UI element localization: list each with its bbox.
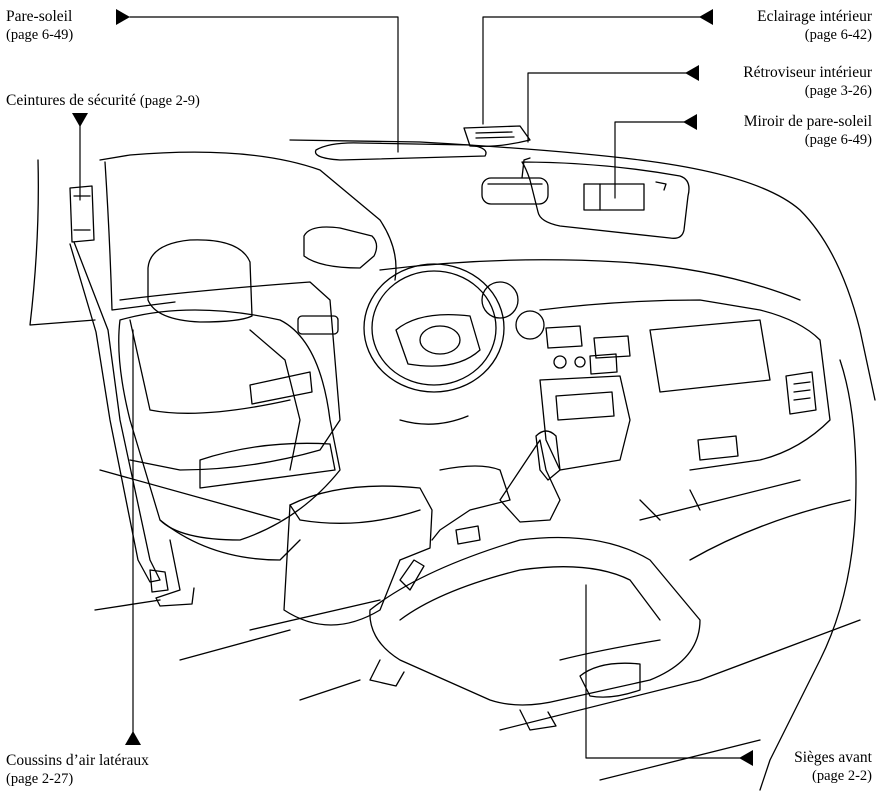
seat-belt-drawing [69,185,169,593]
leader-lines [79,16,741,759]
leader-rearview-mirror [527,72,687,143]
callout-seat-belts-page: (page 2-9) [139,93,200,109]
sun-visor-drawing [521,161,690,239]
body-frame [29,139,876,791]
leader-front-seats [585,584,741,759]
callout-rearview-mirror: Rétroviseur intérieur (page 3-26) [743,64,872,100]
callout-seat-belts: Ceintures de sécurité (page 2-9) [6,92,200,110]
arrow-markers [72,9,753,766]
interior-light-drawing [463,125,531,148]
callout-rearview-mirror-page: (page 3-26) [804,83,872,99]
callout-vanity-mirror: Miroir de pare-soleil (page 6-49) [744,113,872,149]
callout-side-airbags: Coussins d’air latéraux (page 2-27) [6,752,149,788]
callout-sun-visor-page: (page 6-49) [6,27,74,43]
arrow-seat-belts [72,113,88,127]
leader-interior-light [482,16,701,125]
rearview-mirror-drawing [481,157,549,205]
leader-vanity-mirror [614,121,685,199]
callout-front-seats-page: (page 2-2) [812,768,872,784]
callout-interior-light-title: Eclairage intérieur [757,8,872,25]
callout-rearview-mirror-title: Rétroviseur intérieur [743,64,872,81]
callout-seat-belts-title: Ceintures de sécurité [6,92,136,109]
arrow-vanity-mirror [683,114,697,130]
callout-interior-light-page: (page 6-42) [804,27,872,43]
callout-vanity-mirror-page: (page 6-49) [804,132,872,148]
side-mirror-drawing [303,226,378,269]
floor-lines [249,489,861,781]
steering-and-dash-drawing [363,263,831,471]
callout-sun-visor: Pare-soleil (page 6-49) [6,8,73,44]
callout-side-airbags-page: (page 2-27) [6,771,74,787]
passenger-seat-drawing [369,536,701,731]
callout-vanity-mirror-title: Miroir de pare-soleil [743,113,872,130]
center-console-drawing [283,430,561,626]
callout-side-airbags-title: Coussins d’air latéraux [6,752,149,769]
arrow-rearview-mirror [685,65,699,81]
callout-sun-visor-title: Pare-soleil [6,8,73,25]
arrow-side-airbags [125,731,141,745]
callout-front-seats-title: Sièges avant [794,749,872,766]
leader-sun-visor [129,16,399,153]
driver-seat-drawing [118,239,341,607]
callout-interior-light: Eclairage intérieur (page 6-42) [757,8,872,44]
callout-front-seats: Sièges avant (page 2-2) [794,749,872,785]
arrow-sun-visor [116,9,130,25]
arrow-interior-light [699,9,713,25]
door-panel-drawing [119,281,341,489]
arrow-front-seats [739,750,753,766]
